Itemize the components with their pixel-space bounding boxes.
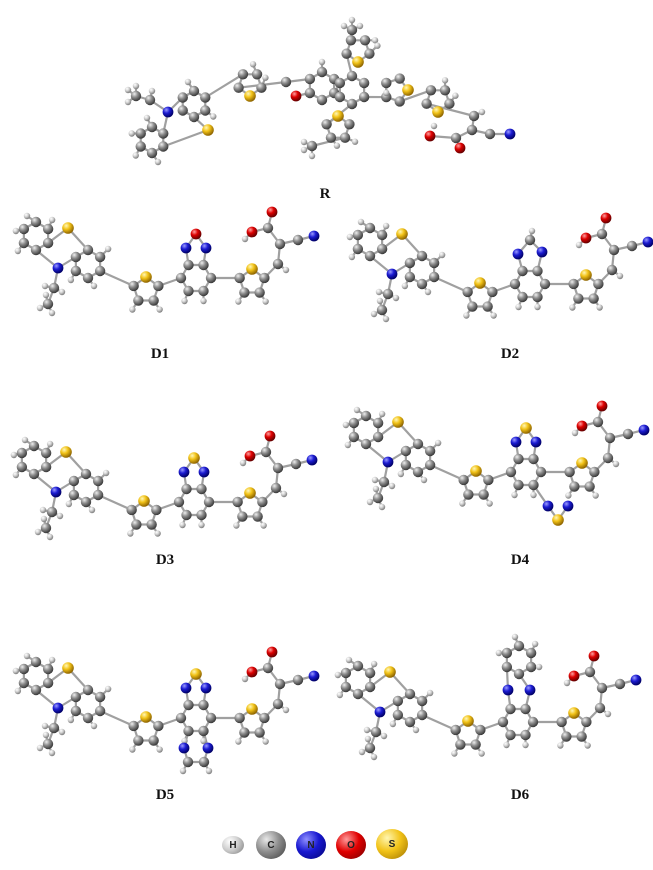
molecule-R <box>90 0 560 170</box>
molecule-R-structure <box>124 16 516 166</box>
molecule-D4 <box>330 380 653 540</box>
molecule-D1 <box>0 200 330 340</box>
legend-atom-H: H <box>222 836 244 854</box>
molecule-D6 <box>320 590 653 780</box>
molecule-D1-structure <box>12 206 320 317</box>
atom-color-legend: H C N O S <box>222 828 412 862</box>
label-D5: D5 <box>155 787 175 803</box>
molecule-D5-structure <box>12 646 320 775</box>
molecule-D2-structure <box>346 212 653 323</box>
label-D4: D4 <box>510 552 530 568</box>
label-D1: D1 <box>150 346 170 362</box>
legend-atom-O: O <box>336 831 366 859</box>
molecule-D5 <box>0 590 330 790</box>
legend-atom-C: C <box>256 831 286 859</box>
legend-atom-N: N <box>296 831 326 859</box>
label-D2: D2 <box>500 346 520 362</box>
label-D3: D3 <box>155 552 175 568</box>
molecule-D4-structure <box>342 400 650 526</box>
molecule-D6-structure <box>334 633 642 761</box>
label-R: R <box>319 186 331 202</box>
label-D6: D6 <box>510 787 530 803</box>
molecule-D3-structure <box>10 430 318 541</box>
legend-atom-S: S <box>376 829 408 859</box>
molecule-D3 <box>0 390 330 560</box>
molecule-D2 <box>330 200 653 350</box>
